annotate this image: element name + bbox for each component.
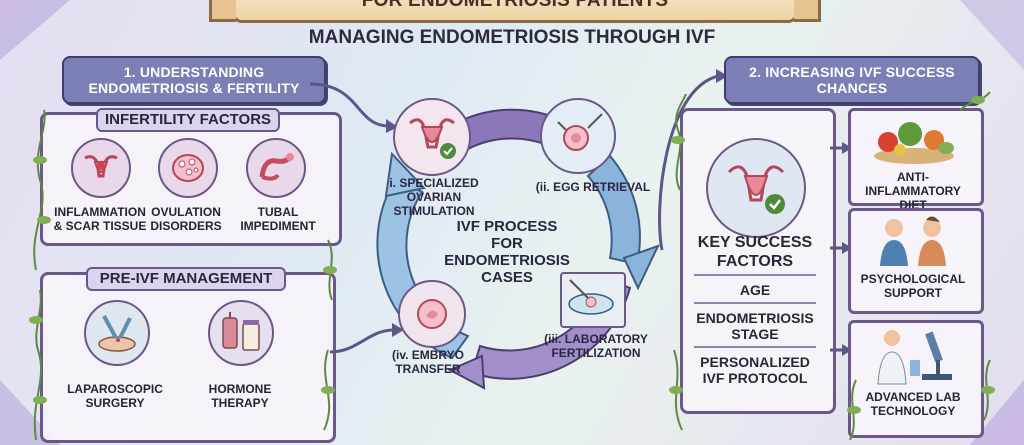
laboratory-dish-icon — [560, 272, 626, 328]
microscope-icon — [868, 324, 960, 386]
uterus-checkmark-icon — [393, 98, 471, 176]
infertility-item-3-line1: TUBAL — [257, 205, 299, 219]
infertility-item-1-line1: INFLAMMATION — [54, 205, 146, 219]
cycle-step-1-label: i. SPECIALIZED OVARIAN STIMULATION — [370, 176, 498, 218]
section1-title-line2: ENDOMETRIOSIS & FERTILITY — [88, 80, 300, 96]
uterus-success-icon — [706, 138, 806, 238]
section2-title-line1: 2. INCREASING IVF SUCCESS — [749, 64, 955, 80]
infertility-item-2-label: OVULATION DISORDERS — [143, 205, 229, 233]
side-card-psychological-line2: SUPPORT — [883, 286, 942, 300]
surgery-icon — [84, 300, 150, 366]
infertility-item-3-label: TUBAL IMPEDIMENT — [232, 205, 324, 233]
banner-title: FOR ENDOMETRIOSIS PATIENTS — [209, 0, 821, 23]
success-factor-stage: ENDOMETRIOSIS STAGE — [686, 310, 824, 342]
success-factor-protocol: PERSONALIZED IVF PROTOCOL — [686, 354, 824, 386]
side-card-diet-line1: ANTI-INFLAMMATORY — [865, 170, 961, 198]
side-card-lab-line1: ADVANCED LAB — [865, 390, 961, 404]
section1-header: 1. UNDERSTANDING ENDOMETRIOSIS & FERTILI… — [62, 56, 326, 104]
ovary-icon — [158, 138, 218, 198]
infertility-item-1-label: INFLAMMATION & SCAR TISSUE — [44, 205, 156, 233]
cycle-step-3-label: (iii. LABORATORY FERTILIZATION — [540, 332, 652, 360]
vine-decoration-left — [29, 109, 337, 441]
embryo-transfer-icon — [398, 280, 466, 348]
section2-title-line2: CHANCES — [816, 80, 888, 96]
pre-ivf-item-2-label: HORMONE THERAPY — [192, 382, 288, 410]
divider-1 — [694, 274, 816, 276]
connector-arrows-side — [830, 142, 852, 356]
side-card-psychological — [848, 208, 984, 314]
section2-header: 2. INCREASING IVF SUCCESS CHANCES — [724, 56, 980, 104]
infertility-item-2-line1: OVULATION — [151, 205, 221, 219]
cycle-step-4-label: (iv. EMBRYO TRANSFER — [382, 348, 474, 376]
cycle-step-3-line1: (iii. LABORATORY — [544, 332, 648, 346]
infertility-item-2-line2: DISORDERS — [150, 219, 222, 233]
vine-decoration-right — [669, 91, 995, 441]
side-card-lab-line2: TECHNOLOGY — [870, 404, 956, 418]
side-card-psychological-label: PSYCHOLOGICAL SUPPORT — [852, 272, 974, 300]
infertility-item-3-line2: IMPEDIMENT — [240, 219, 316, 233]
divider-2 — [694, 302, 816, 304]
key-success-title-line2: FACTORS — [716, 253, 794, 270]
cycle-center-title: IVF PROCESS FOR ENDOMETRIOSIS CASES — [432, 218, 582, 286]
side-card-lab-label: ADVANCED LAB TECHNOLOGY — [852, 390, 974, 418]
key-success-title: KEY SUCCESS FACTORS — [686, 233, 824, 271]
cycle-step-2-line1: (ii. EGG RETRIEVAL — [535, 180, 651, 194]
key-success-title-line1: KEY SUCCESS — [697, 234, 813, 251]
success-factor-protocol-line2: IVF PROTOCOL — [702, 370, 808, 386]
cycle-center-line4: CASES — [481, 269, 533, 286]
divider-3 — [694, 346, 816, 348]
success-factor-protocol-line1: PERSONALIZED — [700, 354, 810, 370]
success-factor-age: AGE — [739, 282, 771, 298]
pre-ivf-title: PRE-IVF MANAGEMENT — [86, 267, 286, 291]
medication-icon — [208, 300, 274, 366]
success-factor-stage-line2: STAGE — [731, 326, 779, 342]
counseling-icon — [868, 212, 960, 270]
side-card-psychological-line1: PSYCHOLOGICAL — [860, 272, 966, 286]
cycle-step-1-line2: OVARIAN STIMULATION — [393, 190, 475, 218]
infertility-item-1-line2: & SCAR TISSUE — [53, 219, 147, 233]
connector-arrow-2 — [329, 323, 404, 354]
success-factor-stage-line1: ENDOMETRIOSIS — [696, 310, 814, 326]
cycle-step-3-line2: FERTILIZATION — [551, 346, 641, 360]
cycle-step-4-line1: (iv. EMBRYO — [391, 348, 464, 362]
healthy-food-icon — [866, 112, 962, 166]
connector-arrow-1 — [309, 82, 398, 133]
inflamed-uterus-icon — [71, 138, 131, 198]
section1-title-line1: 1. UNDERSTANDING — [123, 64, 265, 80]
cycle-step-4-line2: TRANSFER — [395, 362, 461, 376]
cycle-step-1-line1: i. SPECIALIZED — [389, 176, 479, 190]
cycle-center-line3: ENDOMETRIOSIS — [444, 252, 570, 269]
fallopian-tube-icon — [246, 138, 306, 198]
pre-ivf-item-1-line2: SURGERY — [85, 396, 145, 410]
cycle-step-2-label: (ii. EGG RETRIEVAL — [528, 180, 658, 194]
pre-ivf-item-1-label: LAPAROSCOPIC SURGERY — [60, 382, 170, 410]
page-subtitle: MANAGING ENDOMETRIOSIS THROUGH IVF — [308, 27, 716, 48]
cycle-center-line2: FOR — [491, 235, 523, 252]
side-card-lab-technology — [848, 320, 984, 438]
pre-ivf-item-2-line2: THERAPY — [211, 396, 269, 410]
cycle-center-line1: IVF PROCESS — [456, 218, 558, 235]
connector-arrow-3 — [658, 69, 728, 251]
pre-ivf-item-1-line1: LAPAROSCOPIC — [67, 382, 163, 396]
infertility-factors-title: INFERTILITY FACTORS — [96, 108, 280, 132]
pre-ivf-panel — [40, 272, 336, 443]
egg-retrieval-icon — [540, 98, 616, 174]
pre-ivf-item-2-line1: HORMONE — [208, 382, 272, 396]
